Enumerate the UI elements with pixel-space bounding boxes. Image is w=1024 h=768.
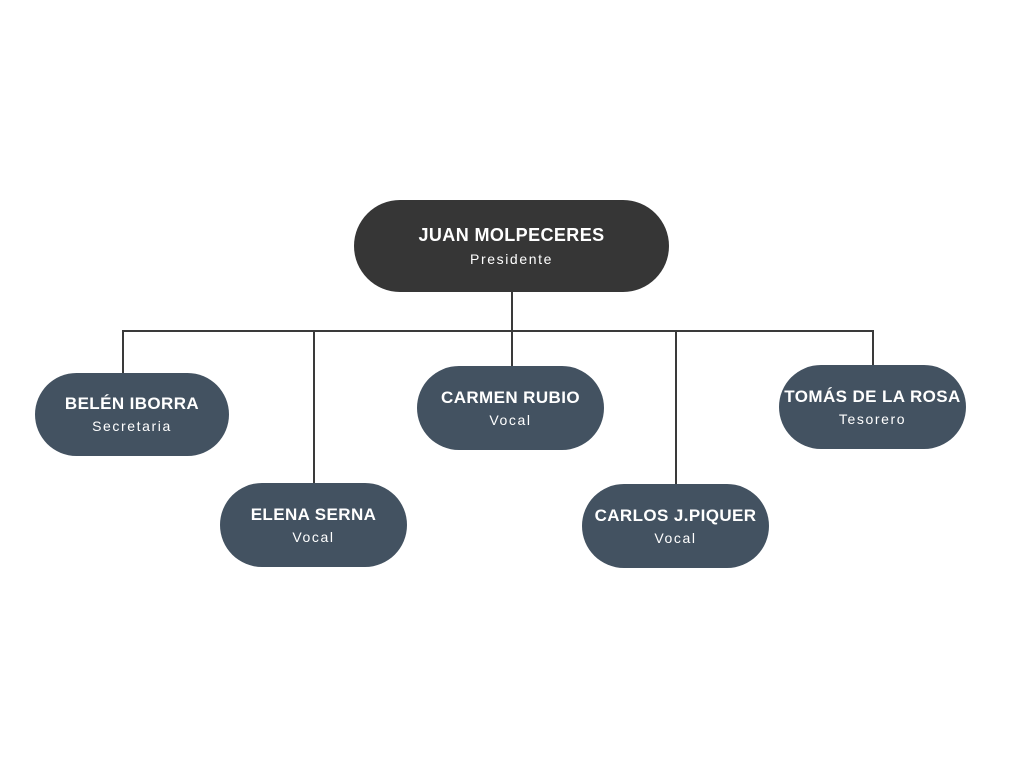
node-role: Vocal <box>292 528 335 545</box>
node-name: BELÉN IBORRA <box>64 394 200 413</box>
node-president: JUAN MOLPECERES Presidente <box>354 200 669 292</box>
node-member-carlos-piquer: CARLOS J.PIQUER Vocal <box>582 484 769 568</box>
node-role: Secretaria <box>92 418 172 434</box>
node-name: JUAN MOLPECERES <box>418 224 605 245</box>
node-name: ELENA SERNA <box>250 504 377 524</box>
node-role: Vocal <box>654 529 697 546</box>
node-role: Tesorero <box>838 410 907 427</box>
node-name: CARMEN RUBIO <box>441 387 580 407</box>
node-role: Vocal <box>489 411 532 428</box>
node-role: Presidente <box>470 250 553 267</box>
node-name: CARLOS J.PIQUER <box>594 505 757 525</box>
node-member-elena-serna: ELENA SERNA Vocal <box>220 483 407 567</box>
node-member-belen-iborra: BELÉN IBORRA Secretaria <box>35 373 229 456</box>
node-name: TOMÁS DE LA ROSA <box>784 386 961 406</box>
node-member-carmen-rubio: CARMEN RUBIO Vocal <box>417 366 604 450</box>
node-member-tomas-de-la-rosa: TOMÁS DE LA ROSA Tesorero <box>779 365 966 449</box>
